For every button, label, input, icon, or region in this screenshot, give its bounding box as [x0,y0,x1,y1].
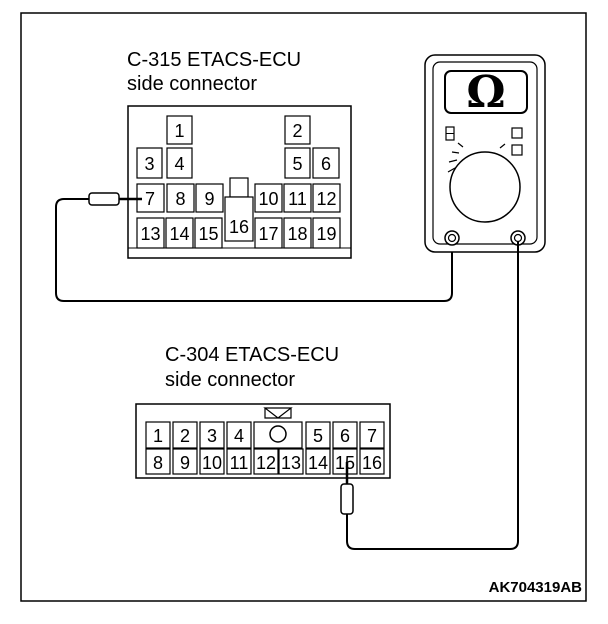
c315-cavity-11 [283,183,312,213]
c315-pin-label-19: 19 [316,224,336,244]
c315-cavity-8 [166,183,195,213]
c315-cavity-13 [136,217,165,249]
c315-pin-label-7: 7 [145,189,155,209]
ohmmeter-display [444,70,528,114]
c304-connector: C-304 ETACS-ECU side connector 1 2 3 4 5… [135,344,391,479]
c304-pin-label-10: 10 [202,453,222,473]
probe-c315-body [88,192,120,206]
c315-pin-label-4: 4 [174,154,184,174]
c304-pin-label-9: 9 [180,453,190,473]
c315-pin-label-6: 6 [321,154,331,174]
c304-cavity-3 [199,421,225,449]
c304-pin-label-13: 13 [281,453,301,473]
c304-pin-label-2: 2 [180,426,190,446]
c315-cavity-1 [166,115,193,145]
c315-pin-label-10: 10 [258,189,278,209]
c304-cavity-16 [359,448,385,475]
c315-cavity-19 [312,217,341,249]
c304-cavity-13 [278,448,304,475]
c315-pin-label-13: 13 [140,224,160,244]
c315-cavity-17 [254,217,283,249]
c315-pin-label-12: 12 [316,189,336,209]
c304-subtitle: side connector [165,369,295,391]
c304-pin-label-11: 11 [230,453,249,473]
c315-cavity-2 [284,115,311,145]
c315-cavity-12 [312,183,341,213]
c304-pin-label-7: 7 [367,426,377,446]
c315-pin-label-17: 17 [258,224,278,244]
ohmmeter-selector-dial [449,151,521,223]
figure-border [20,12,587,602]
c315-pin-label-9: 9 [204,189,214,209]
c304-cavity-15 [332,448,358,475]
c315-cavity-18 [283,217,312,249]
c315-pin-label-16: 16 [229,217,249,237]
c304-pin-label-16: 16 [362,453,382,473]
c315-subtitle: side connector [127,73,257,95]
c304-pin-label-5: 5 [313,426,323,446]
c304-pin-label-14: 14 [308,453,328,473]
c315-cavity-14 [165,217,194,249]
c315-cavity-10 [254,183,283,213]
c315-pin-label-14: 14 [169,224,189,244]
c315-pin-label-8: 8 [175,189,185,209]
c315-pin-label-18: 18 [287,224,307,244]
c304-cavity-6 [332,421,358,449]
ohmmeter-button-right-top [511,127,523,139]
c304-cavity-9 [172,448,198,475]
c304-cavity-4 [226,421,252,449]
ohmmeter: Ω [424,54,546,253]
c304-cavity-10 [199,448,225,475]
c304-cavity-14 [305,448,331,475]
c315-connector: C-315 ETACS-ECU side connector 1 2 3 4 5… [127,49,352,259]
c315-cavity-3 [136,147,163,179]
c315-pin-label-15: 15 [198,224,218,244]
c315-pin-label-11: 11 [288,189,307,209]
c315-pin-label-5: 5 [292,154,302,174]
figure-code: AK704319AB [489,579,583,596]
c304-cavity-7 [359,421,385,449]
c315-cavity-5 [284,147,311,179]
c304-pin-label-12: 12 [256,453,276,473]
c315-cavity-9 [195,183,224,213]
lead-wire-c304 [346,241,519,550]
c315-cavity-4 [166,147,193,179]
probe-c304-body [340,483,354,515]
c304-pin-label-1: 1 [153,426,163,446]
c304-pin-label-3: 3 [207,426,217,446]
c304-pin-label-6: 6 [340,426,350,446]
ohmmeter-terminal-right-socket [513,233,523,243]
c315-pin-label-1: 1 [174,121,184,141]
c304-pin-label-4: 4 [234,426,244,446]
c304-pin-label-8: 8 [153,453,163,473]
c304-polarity-mark [263,407,293,419]
c304-cavity-2 [172,421,198,449]
c304-cavity-5 [305,421,331,449]
c304-key-hole [269,425,287,443]
ohm-symbol: Ω [466,67,505,118]
c304-cavity-11 [226,448,252,475]
c304-title: C-304 ETACS-ECU [165,344,339,366]
ohmmeter-button-right-bottom [511,144,523,156]
c304-cavity-1 [145,421,171,449]
c315-pin-label-3: 3 [144,154,154,174]
c315-cavity-15 [194,217,223,249]
ohmmeter-terminal-left-socket [447,233,457,243]
c304-pin-label-15: 15 [335,453,355,473]
c304-cavity-12 [253,448,279,475]
lead-wire-c315 [55,198,453,302]
c315-cavity-6 [312,147,340,179]
probe-c304 [340,462,354,515]
ohmmeter-range-ticks [447,142,506,173]
c315-cavity-16 [224,196,254,242]
c315-lock-tab [229,177,249,198]
c315-title: C-315 ETACS-ECU [127,49,301,71]
c315-pin-label-2: 2 [292,121,302,141]
c304-cavity-8 [145,448,171,475]
